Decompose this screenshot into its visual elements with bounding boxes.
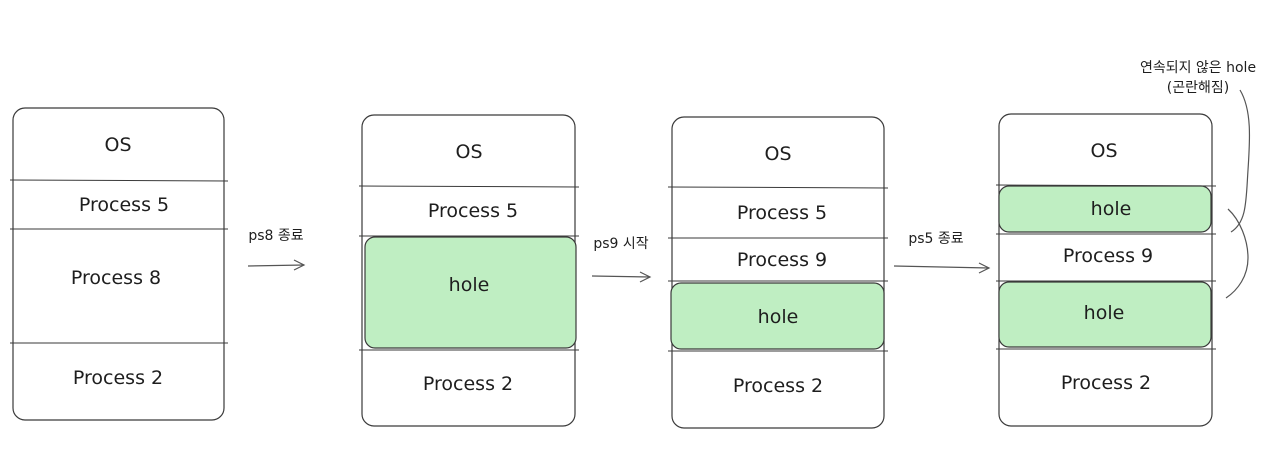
memory-stack-stage-3: OS Process 5 Process 9 hole Process 2 bbox=[667, 116, 889, 429]
divider bbox=[9, 179, 229, 182]
process-5-label: Process 5 bbox=[79, 194, 169, 216]
memory-frame bbox=[12, 107, 225, 421]
memory-stack-stage-1: OS Process 5 Process 8 Process 2 bbox=[9, 107, 229, 421]
process-2-label: Process 2 bbox=[1061, 372, 1151, 394]
hole-label-top: hole bbox=[1091, 198, 1132, 220]
arrow-head-icon bbox=[639, 271, 652, 283]
hole-label: hole bbox=[449, 274, 490, 296]
arrow-head-icon bbox=[978, 262, 991, 274]
process-5-label: Process 5 bbox=[428, 200, 518, 222]
process-2-label: Process 2 bbox=[423, 373, 513, 395]
process-2-label: Process 2 bbox=[73, 367, 163, 389]
memory-frame bbox=[671, 116, 885, 429]
process-8-label: Process 8 bbox=[71, 267, 161, 289]
hole-block bbox=[670, 282, 885, 350]
transition-label: ps5 종료 bbox=[908, 231, 963, 247]
annotation-line-2: (곤란해짐) bbox=[1167, 80, 1229, 96]
os-segment-label: OS bbox=[1090, 140, 1117, 162]
arrow-head-icon bbox=[293, 259, 306, 271]
transition-label: ps9 시작 bbox=[593, 236, 648, 252]
annotation-line-1: 연속되지 않은 hole bbox=[1140, 60, 1256, 76]
divider bbox=[358, 185, 580, 188]
memory-stack-stage-4: OS hole Process 9 hole Process 2 bbox=[995, 113, 1217, 427]
hole-label-bottom: hole bbox=[1084, 302, 1125, 324]
divider bbox=[667, 186, 889, 189]
pointer-curve-icon bbox=[1230, 89, 1251, 233]
arrow-right-icon bbox=[247, 264, 305, 267]
hole-block-top bbox=[998, 185, 1212, 233]
transition-1: ps8 종료 bbox=[247, 228, 306, 271]
arrow-right-icon bbox=[591, 275, 651, 278]
transition-label: ps8 종료 bbox=[248, 228, 303, 244]
os-segment-label: OS bbox=[455, 141, 482, 163]
process-5-label: Process 5 bbox=[737, 202, 827, 224]
hole-label: hole bbox=[758, 306, 799, 328]
hole-block bbox=[364, 236, 577, 349]
brace-curve-icon bbox=[1225, 208, 1249, 299]
process-2-label: Process 2 bbox=[733, 375, 823, 397]
transition-3: ps5 종료 bbox=[893, 231, 991, 274]
memory-stack-stage-2: OS Process 5 hole Process 2 bbox=[358, 114, 580, 427]
os-segment-label: OS bbox=[764, 143, 791, 165]
arrow-right-icon bbox=[893, 265, 990, 269]
process-9-label: Process 9 bbox=[737, 249, 827, 271]
os-segment-label: OS bbox=[104, 134, 131, 156]
annotation-noncontiguous-holes: 연속되지 않은 hole (곤란해짐) bbox=[1140, 60, 1256, 299]
hole-block-bottom bbox=[998, 281, 1212, 348]
transition-2: ps9 시작 bbox=[591, 236, 652, 283]
process-9-label: Process 9 bbox=[1063, 245, 1153, 267]
